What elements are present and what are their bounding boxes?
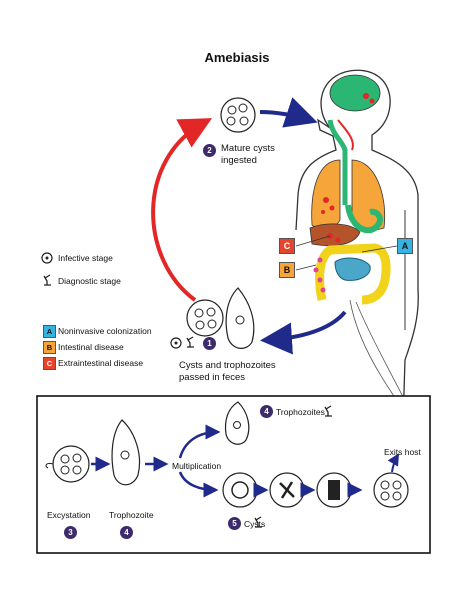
- trophozoite-label: Trophozoite: [109, 510, 154, 520]
- esophagus-icon: [327, 119, 348, 205]
- step-3-badge: 3: [64, 526, 77, 539]
- step-2-badge: 2: [203, 144, 216, 157]
- cyst-stage-2-icon: [269, 472, 305, 508]
- legend-key-b-label: Intestinal disease: [58, 342, 124, 352]
- step-4a-badge: 4: [120, 526, 133, 539]
- lung-left-icon: [311, 159, 341, 230]
- step-1-badge: 1: [203, 337, 216, 350]
- inset-trophozoite-icon: [111, 419, 141, 486]
- trophozoites-label: Trophozoites: [276, 407, 325, 417]
- diagram-title: Amebiasis: [204, 50, 270, 65]
- legend-diagnostic-label: Diagnostic stage: [58, 276, 121, 286]
- small-intestine-icon: [334, 257, 371, 281]
- step1-biohazard-icon: [170, 337, 182, 349]
- step-5-badge: 5: [228, 517, 241, 530]
- step-1-text-line2: passed in feces: [179, 372, 246, 383]
- exits-host-label: Exits host: [384, 447, 421, 457]
- body-key-a: A: [397, 238, 413, 254]
- cyst-and-trophozoite-icon: [186, 287, 255, 349]
- human-body-outline: [295, 69, 419, 521]
- trophozoites-top-icon: [224, 401, 250, 445]
- excystation-cyst-icon: [45, 445, 90, 483]
- legend-key-a-label: Noninvasive colonization: [58, 326, 152, 336]
- multiplication-label: Multiplication: [172, 461, 222, 471]
- excretion-arrow-blue: [260, 310, 347, 355]
- legend-key-c: C: [43, 357, 56, 370]
- step-4b-badge: 4: [260, 405, 273, 418]
- liver-icon: [309, 223, 361, 247]
- microscope-icon: [43, 274, 51, 286]
- step-2-text-line2: ingested: [221, 155, 257, 166]
- cysts-label: Cysts: [244, 519, 266, 529]
- legend-key-c-label: Extraintestinal disease: [58, 358, 144, 368]
- cyst-stage-1-icon: [222, 472, 258, 508]
- biohazard-icon: [41, 252, 53, 264]
- step-1-text-line1: Cysts and trophozoites: [179, 360, 276, 371]
- ingestion-arrow-blue: [259, 97, 318, 128]
- cyst-mature-icon: [373, 472, 409, 508]
- cycle-arrow-red: [151, 118, 213, 302]
- legend-key-a: A: [43, 325, 56, 338]
- body-key-c: C: [279, 238, 295, 254]
- legend-key-b: B: [43, 341, 56, 354]
- body-key-b: B: [279, 262, 295, 278]
- inset-microscope-icon-1: [324, 405, 332, 417]
- colon-icon: [315, 243, 391, 305]
- step-2-text-line1: Mature cysts: [221, 143, 275, 154]
- inset-microscope-icon-2: [254, 516, 262, 528]
- cyst-stage-3-icon: [316, 472, 352, 508]
- excystation-label: Excystation: [47, 510, 91, 520]
- brain-icon: [329, 74, 381, 112]
- legend-infective-label: Infective stage: [58, 253, 113, 263]
- stomach-icon: [345, 204, 383, 234]
- mature-cyst-icon: [220, 97, 256, 133]
- step1-microscope-icon: [186, 336, 194, 348]
